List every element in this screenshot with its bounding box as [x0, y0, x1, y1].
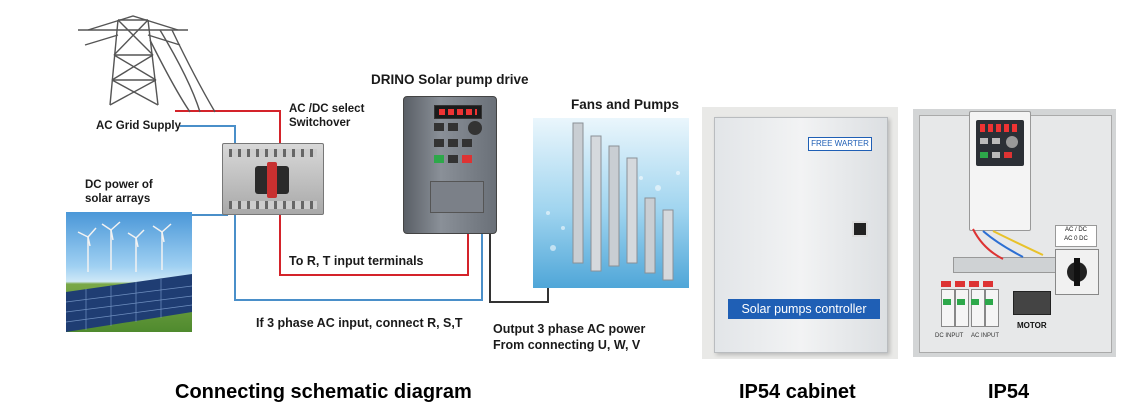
blue-wire-rst: [234, 215, 483, 301]
ac-grid-label: AC Grid Supply: [96, 120, 181, 132]
ip54-cabinet-image: FREE WARTER Solar pumps controller: [702, 107, 898, 359]
ip54-motor-label: MOTOR: [1017, 321, 1047, 330]
switch-label: AC /DC select Switchover: [289, 102, 364, 130]
acdc-switch-device: [222, 143, 324, 215]
output-label: Output 3 phase AC power From connecting …: [493, 321, 645, 353]
ip54-ac-input-label: AC INPUT: [971, 333, 1000, 339]
ip54-dc-input-label: DC INPUT: [935, 333, 964, 339]
dc-power-line1: DC power of: [85, 179, 153, 191]
ip54-open-panel-image: DC INPUT AC INPUT MOTOR AC / DC AC 0 DC: [913, 109, 1116, 357]
dc-power-line2: solar arrays: [85, 193, 151, 205]
drive-display: [434, 105, 482, 119]
red-wire-rt: [279, 215, 469, 276]
blue-wire-grid: [180, 125, 236, 145]
caption-ip54: IP54: [988, 381, 1030, 403]
switch-label-line2: Switchover: [289, 117, 351, 129]
drive-keypad: [432, 121, 482, 171]
caption-cabinet: IP54 cabinet: [739, 381, 856, 403]
dc-power-label: DC power of solar arrays: [85, 178, 153, 206]
switch-label-line1: AC /DC select: [289, 103, 365, 115]
fans-pumps-label: Fans and Pumps: [571, 97, 680, 112]
output-line2: From connecting U, W, V: [493, 338, 641, 352]
output-wire: [489, 230, 549, 303]
pumps-image: [533, 118, 689, 288]
rt-terminals-label: To R, T input terminals: [289, 254, 424, 268]
ip54-breakers: [941, 281, 1001, 329]
caption-schematic: Connecting schematic diagram: [175, 381, 472, 403]
ip54-drive: [969, 111, 1031, 231]
red-wire-grid: [175, 110, 281, 145]
drive-title: DRINO Solar pump drive: [371, 72, 529, 87]
output-line1: Output 3 phase AC power: [493, 322, 646, 336]
ip54-switch-label-2: AC 0 DC: [1064, 236, 1088, 242]
ip54-switch-label: AC / DC AC 0 DC: [1055, 225, 1097, 247]
solar-array-image: [66, 212, 192, 332]
cabinet-lock: [852, 221, 868, 237]
solar-pump-drive: [403, 96, 497, 234]
three-phase-input-label: If 3 phase AC input, connect R, S,T: [256, 316, 463, 330]
ip54-rotary-switch: [1055, 249, 1099, 295]
ip54-switch-label-1: AC / DC: [1064, 227, 1087, 233]
cabinet-panel-label: Solar pumps controller: [728, 299, 880, 319]
cabinet-brand-label: FREE WARTER: [808, 137, 872, 151]
